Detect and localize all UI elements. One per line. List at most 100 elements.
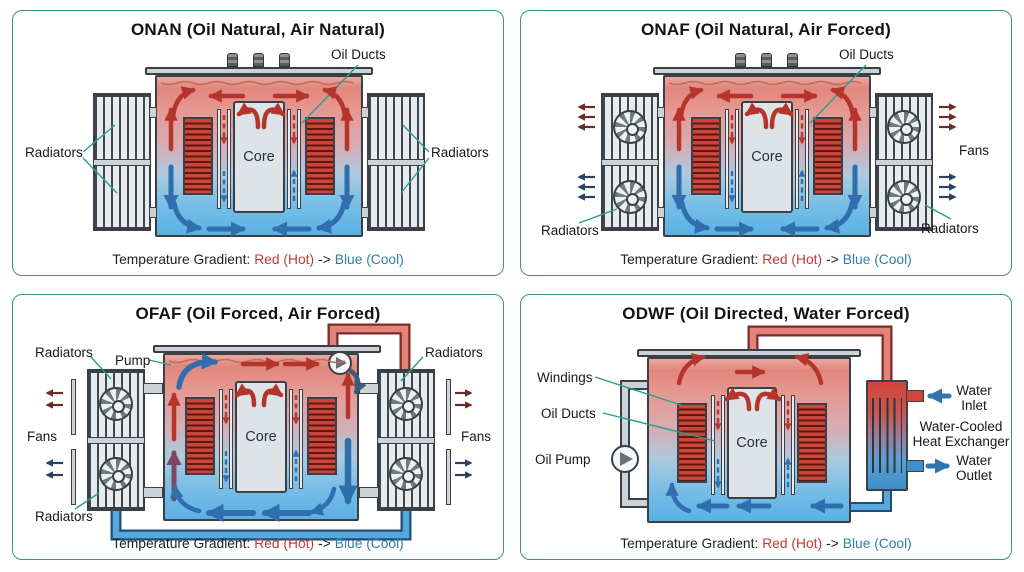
fan: [99, 457, 133, 491]
fan-louver: [71, 449, 76, 505]
tank-lid: [637, 349, 861, 357]
radiator-connector: [143, 383, 163, 394]
pump-triangle: [620, 452, 633, 466]
oil-duct-bar: [287, 109, 291, 209]
fan-louver: [446, 379, 451, 435]
bushing: [761, 53, 772, 67]
tank-lid: [653, 67, 881, 75]
core-label: Core: [751, 149, 783, 165]
label-fans-left: Fans: [27, 429, 58, 444]
temperature-gradient-legend: Temperature Gradient:Red (Hot)->Blue (Co…: [620, 252, 912, 267]
core-block: Core: [741, 101, 793, 213]
fan: [613, 180, 647, 214]
label-radiators-top-right: Radiators: [425, 345, 483, 360]
label-radiators-right: Radiators: [921, 221, 979, 236]
radiator-connector: [149, 207, 157, 218]
oil-duct-bar: [735, 109, 739, 209]
label-windings: Windings: [537, 370, 593, 385]
label-fans: Fans: [959, 143, 990, 158]
oil-duct-bar: [227, 109, 231, 209]
tank-lid: [153, 345, 381, 353]
oil-duct-bar: [289, 389, 293, 489]
panel-ofaf: OFAF (Oil Forced, Air Forced) Core: [12, 294, 504, 560]
winding-right: [305, 117, 335, 195]
fan: [99, 387, 133, 421]
heat-exchanger-tubes: [872, 398, 902, 473]
label-oil-pump: Oil Pump: [535, 452, 591, 467]
bushing: [227, 53, 238, 67]
label-heat-exchanger: Water-Cooled Heat Exchanger: [912, 419, 1010, 450]
winding-right: [797, 403, 827, 483]
oil-duct-bar: [297, 109, 301, 209]
panel-title: ODWF (Oil Directed, Water Forced): [622, 304, 910, 323]
panel-title: OFAF (Oil Forced, Air Forced): [135, 304, 381, 323]
oil-duct-bar: [725, 109, 729, 209]
oil-duct-bar: [805, 109, 809, 209]
panel-onan: ONAN (Oil Natural, Air Natural) Core: [12, 10, 504, 276]
oil-duct-bar: [229, 389, 233, 489]
bushing: [253, 53, 264, 67]
radiator-connector: [869, 207, 877, 218]
label-oil-ducts: Oil Ducts: [331, 47, 386, 62]
panel-title: ONAN (Oil Natural, Air Natural): [131, 20, 385, 39]
pump-icon: [328, 351, 352, 375]
oil-duct-bar: [711, 395, 715, 495]
core-block: Core: [233, 101, 285, 213]
radiator-connector: [869, 107, 877, 118]
bushing: [735, 53, 746, 67]
radiator-connector: [657, 107, 665, 118]
winding-left: [677, 403, 707, 483]
bushing: [787, 53, 798, 67]
radiator-connector: [361, 207, 369, 218]
label-water-outlet: Water Outlet: [955, 453, 993, 484]
oil-duct-bar: [219, 389, 223, 489]
winding-left: [185, 397, 215, 475]
radiator-connector: [657, 207, 665, 218]
label-radiators-left: Radiators: [25, 145, 83, 160]
winding-right: [813, 117, 843, 195]
label-water-inlet: Water Inlet: [956, 383, 992, 414]
temperature-gradient-legend: Temperature Gradient:Red (Hot)->Blue (Co…: [620, 536, 912, 551]
temperature-gradient-legend: Temperature Gradient:Red (Hot)->Blue (Co…: [112, 252, 404, 267]
radiator-right: [367, 93, 425, 231]
winding-left: [183, 117, 213, 195]
fan: [389, 457, 423, 491]
oil-duct-bar: [299, 389, 303, 489]
fan: [887, 110, 921, 144]
oil-pump-icon: [611, 445, 639, 473]
radiator-connector: [149, 107, 157, 118]
label-radiators-top-left: Radiators: [35, 345, 93, 360]
fan: [613, 110, 647, 144]
radiator-left: [93, 93, 151, 231]
panel-odwf: ODWF (Oil Directed, Water Forced) Core: [520, 294, 1012, 560]
fan-louver: [71, 379, 76, 435]
label-fans-right: Fans: [461, 429, 492, 444]
panel-title: ONAF (Oil Natural, Air Forced): [640, 20, 891, 39]
oil-duct-bar: [791, 395, 795, 495]
core-block: Core: [727, 387, 777, 499]
label-oil-ducts: Oil Ducts: [839, 47, 894, 62]
panel-onaf: ONAF (Oil Natural, Air Forced) Core: [520, 10, 1012, 276]
core-block: Core: [235, 381, 287, 493]
oil-duct-bar: [795, 109, 799, 209]
heat-exchanger: [866, 380, 908, 491]
core-label: Core: [243, 149, 275, 165]
water-outlet-stub: [906, 460, 924, 472]
label-radiators-bottom-left: Radiators: [35, 509, 93, 524]
winding-left: [691, 117, 721, 195]
oil-duct-bar: [781, 395, 785, 495]
core-label: Core: [245, 429, 277, 445]
winding-right: [307, 397, 337, 475]
label-oil-ducts: Oil Ducts: [541, 406, 596, 421]
pump-triangle: [336, 357, 347, 369]
temperature-gradient-legend: Temperature Gradient:Red (Hot)->Blue (Co…: [112, 536, 404, 551]
tank-lid: [145, 67, 373, 75]
radiator-connector: [361, 107, 369, 118]
label-pump: Pump: [115, 353, 151, 368]
radiator-connector: [143, 487, 163, 498]
radiator-connector: [359, 487, 379, 498]
bushing: [279, 53, 290, 67]
label-radiators-right: Radiators: [431, 145, 489, 160]
oil-duct-bar: [721, 395, 725, 495]
